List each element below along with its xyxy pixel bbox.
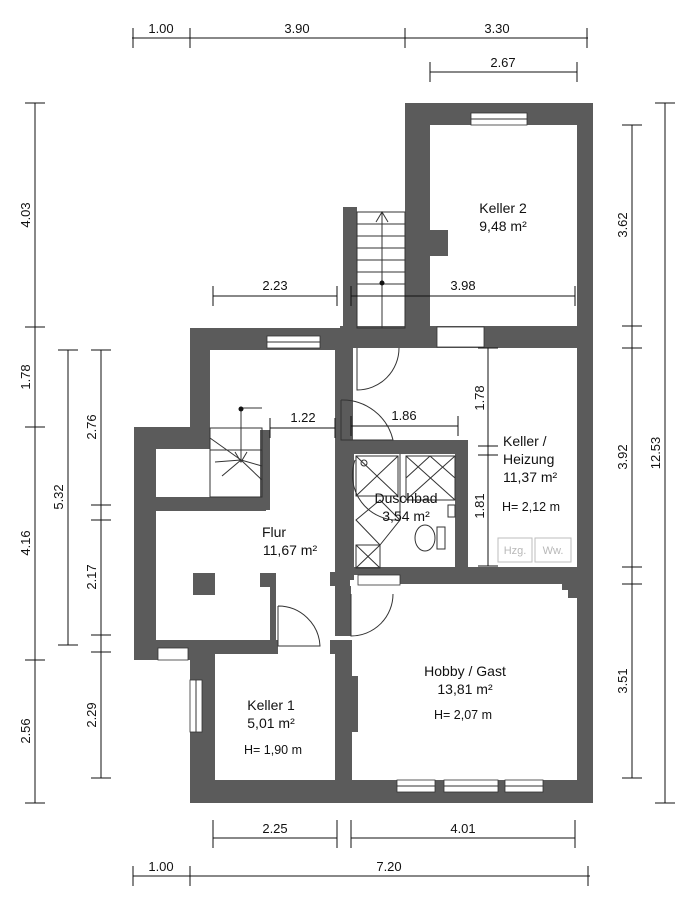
dim-top-2: 3.90 bbox=[284, 21, 309, 36]
room-hobby-height: H= 2,07 m bbox=[434, 708, 492, 722]
room-keller-heizung-name1: Keller / bbox=[503, 433, 547, 449]
dim-right-2: 3.92 bbox=[615, 444, 630, 469]
dim-right-1: 3.62 bbox=[615, 212, 630, 237]
walls bbox=[134, 103, 593, 803]
dim-bottom-4: 7.20 bbox=[376, 859, 401, 874]
dim-bottom-2: 4.01 bbox=[450, 821, 475, 836]
dim-left-1: 4.03 bbox=[18, 202, 33, 227]
water-heater-label: Ww. bbox=[543, 545, 564, 557]
room-keller2-name: Keller 2 bbox=[479, 200, 527, 216]
dimension-lines bbox=[25, 28, 675, 886]
room-duschbad-area: 3,54 m² bbox=[382, 508, 430, 524]
dim-left-5: 5.32 bbox=[51, 484, 66, 509]
room-keller1-area: 5,01 m² bbox=[247, 715, 295, 731]
dim-left-2: 1.78 bbox=[18, 364, 33, 389]
room-keller-heizung-height: H= 2,12 m bbox=[502, 500, 560, 514]
room-keller-heizung-area: 11,37 m² bbox=[503, 469, 558, 485]
dimension-labels: 1.00 3.90 3.30 2.67 2.25 4.01 1.00 7.20 … bbox=[18, 21, 663, 874]
room-flur-name: Flur bbox=[262, 524, 286, 540]
dim-left-7: 2.17 bbox=[84, 564, 99, 589]
dim-left-4: 2.56 bbox=[18, 718, 33, 743]
dim-left-8: 2.29 bbox=[84, 702, 99, 727]
staircase-lower bbox=[209, 406, 263, 498]
room-keller1-height: H= 1,90 m bbox=[244, 743, 302, 757]
dim-interior-2: 3.98 bbox=[450, 278, 475, 293]
dim-right-4: 12.53 bbox=[648, 437, 663, 470]
room-keller1-name: Keller 1 bbox=[247, 697, 295, 713]
dim-top-4: 2.67 bbox=[490, 55, 515, 70]
room-hobby-area: 13,81 m² bbox=[437, 681, 493, 697]
dim-interior-3: 1.22 bbox=[290, 410, 315, 425]
dim-top-1: 1.00 bbox=[148, 21, 173, 36]
room-hobby-name: Hobby / Gast bbox=[424, 663, 506, 679]
room-duschbad-name: Duschbad bbox=[374, 490, 437, 506]
room-keller2-area: 9,48 m² bbox=[479, 218, 527, 234]
room-keller-heizung-name2: Heizung bbox=[503, 451, 554, 467]
doors bbox=[277, 347, 401, 647]
dim-interior-4: 1.86 bbox=[391, 408, 416, 423]
dim-bottom-3: 1.00 bbox=[148, 859, 173, 874]
room-flur-area: 11,67 m² bbox=[263, 542, 318, 558]
dim-right-3: 3.51 bbox=[615, 668, 630, 693]
dim-interior-6: 1.81 bbox=[472, 493, 487, 518]
dim-interior-5: 1.78 bbox=[472, 385, 487, 410]
dim-interior-1: 2.23 bbox=[262, 278, 287, 293]
dim-left-6: 2.76 bbox=[84, 414, 99, 439]
room-labels: Keller 2 9,48 m² Keller / Heizung 11,37 … bbox=[244, 200, 560, 757]
staircase-upper bbox=[356, 211, 406, 329]
windows bbox=[157, 112, 544, 793]
heating-label: Hzg. bbox=[504, 545, 527, 557]
dim-top-3: 3.30 bbox=[484, 21, 509, 36]
bath-fixtures bbox=[355, 455, 456, 569]
appliances: Hzg. Ww. bbox=[497, 537, 572, 563]
dim-left-3: 4.16 bbox=[18, 530, 33, 555]
dim-bottom-1: 2.25 bbox=[262, 821, 287, 836]
